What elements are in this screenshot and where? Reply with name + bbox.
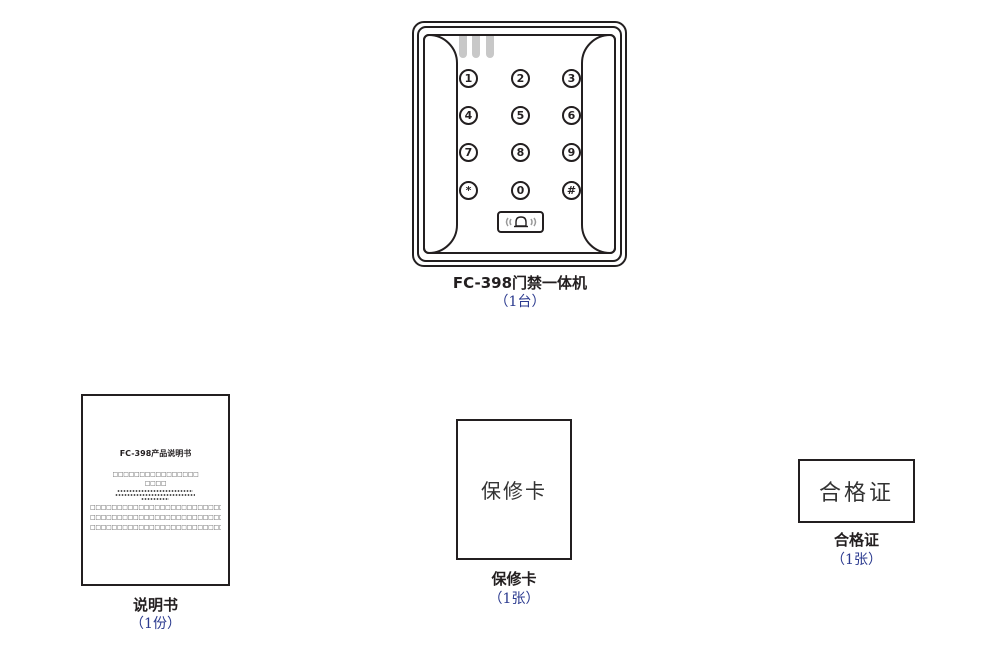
manual-body-line: □□□□□□□□□□□□□□□□□□□□□□□□□□□□ bbox=[90, 504, 221, 511]
device-outer-frame bbox=[412, 21, 627, 267]
warranty-name-label: 保修卡 bbox=[491, 570, 537, 588]
key-8: 8 bbox=[511, 143, 530, 162]
certificate-name-label: 合格证 bbox=[833, 531, 879, 549]
key-6: 6 bbox=[562, 106, 581, 125]
key-4: 4 bbox=[459, 106, 478, 125]
manual-cover-title: FC-398产品说明书 bbox=[119, 449, 192, 458]
doorbell-button bbox=[497, 211, 544, 233]
certificate-card-text: 合格证 bbox=[818, 481, 894, 506]
manual-body-line: □□□□□□□□□□□□□□□□□□□□□□□□□□□□ bbox=[90, 514, 221, 521]
key-5: 5 bbox=[511, 106, 530, 125]
key-7: 7 bbox=[459, 143, 478, 162]
warranty-card: 保修卡 bbox=[456, 419, 572, 560]
led-indicator bbox=[472, 36, 480, 58]
manual-dotted-line bbox=[117, 490, 193, 492]
warranty-qty-label: （1张） bbox=[488, 591, 540, 607]
manual-qty-label: （1份） bbox=[130, 616, 181, 632]
device-left-grip bbox=[423, 34, 458, 254]
device-middle-frame bbox=[417, 26, 622, 262]
device-qty-label: （1台） bbox=[494, 294, 546, 310]
manual-cover-line: □□□□ bbox=[144, 480, 167, 487]
key-0: 0 bbox=[511, 181, 530, 200]
led-indicator bbox=[459, 36, 467, 58]
manual-dotted-line bbox=[115, 494, 195, 496]
manual-dotted-line bbox=[141, 498, 169, 500]
warranty-card-text: 保修卡 bbox=[481, 479, 547, 503]
key-2: 2 bbox=[511, 69, 530, 88]
bell-icon bbox=[505, 216, 536, 228]
manual-name-label: 说明书 bbox=[132, 596, 178, 614]
manual-body-line: □□□□□□□□□□□□□□□□□□□□□□□□□□□□ bbox=[90, 524, 221, 531]
certificate-card: 合格证 bbox=[798, 459, 915, 523]
device-name-label: FC-398门禁一体机 bbox=[452, 274, 588, 292]
led-indicator bbox=[486, 36, 494, 58]
device-right-grip bbox=[581, 34, 616, 254]
key-hash: # bbox=[562, 181, 581, 200]
key-3: 3 bbox=[562, 69, 581, 88]
key-9: 9 bbox=[562, 143, 581, 162]
certificate-qty-label: （1张） bbox=[831, 552, 882, 568]
key-star: * bbox=[459, 181, 478, 200]
manual-cover-line: □□□□□□□□□□□□□□□□ bbox=[112, 471, 199, 478]
key-1: 1 bbox=[459, 69, 478, 88]
